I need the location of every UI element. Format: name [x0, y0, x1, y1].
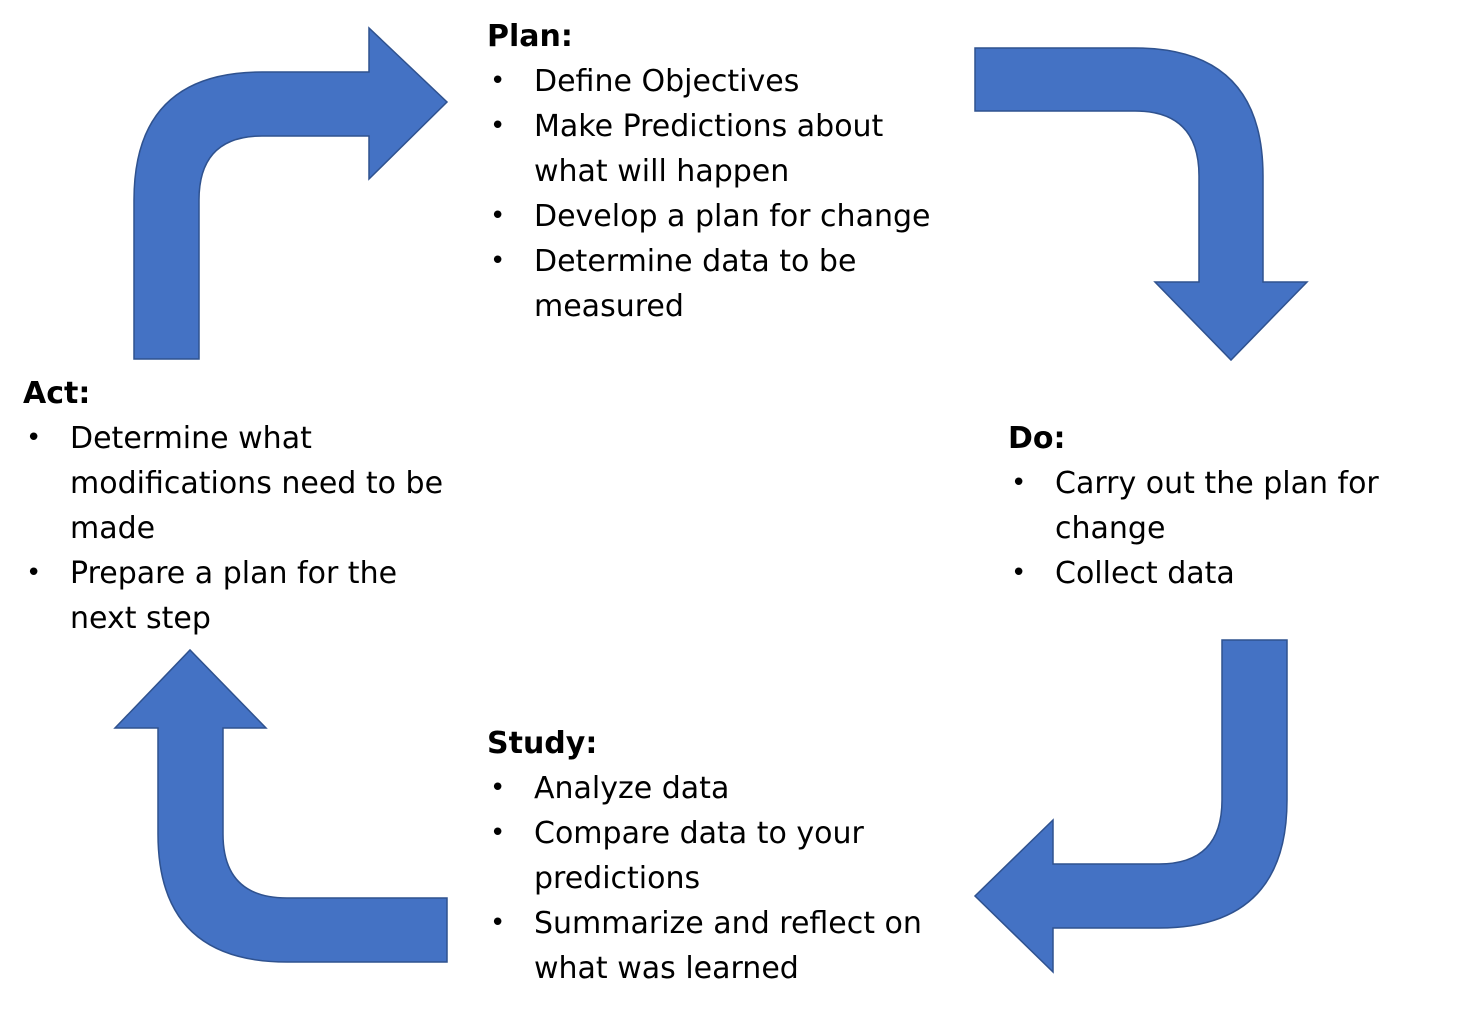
- study-item-text: Compare data to your predictions: [534, 816, 864, 896]
- do-item-text: Carry out the plan for change: [1055, 466, 1379, 546]
- study-item: • Analyze data: [487, 766, 947, 811]
- plan-item-text: Make Predictions about what will happen: [534, 109, 884, 189]
- plan-item-text: Develop a plan for change: [534, 199, 931, 234]
- study-heading: Study:: [487, 726, 598, 761]
- bullet-icon: •: [490, 201, 506, 231]
- act-list: • Determine what modifications need to be…: [23, 416, 473, 641]
- plan-to-do-arrow: [974, 47, 1309, 362]
- study-item: • Compare data to your predictions: [487, 811, 947, 901]
- plan-list: • Define Objectives • Make Predictions abo…: [487, 59, 947, 329]
- bullet-icon: •: [490, 246, 506, 276]
- do-item-text: Collect data: [1055, 556, 1235, 591]
- act-item: • Determine what modifications need to be…: [23, 416, 473, 551]
- act-heading: Act:: [23, 376, 91, 411]
- bullet-icon: •: [490, 773, 506, 803]
- plan-item-text: Define Objectives: [534, 64, 800, 99]
- plan-item-text: Determine data to be measured: [534, 244, 857, 324]
- bullet-icon: •: [490, 111, 506, 141]
- act-item: • Prepare a plan for the next step: [23, 551, 473, 641]
- do-heading: Do:: [1008, 421, 1066, 456]
- bullet-icon: •: [490, 908, 506, 938]
- do-list: • Carry out the plan for change • Collect …: [1008, 461, 1408, 596]
- plan-item: • Determine data to be measured: [487, 239, 947, 329]
- plan-item: • Develop a plan for change: [487, 194, 947, 239]
- bullet-icon: •: [490, 66, 506, 96]
- study-list: • Analyze data • Compare data to your pred…: [487, 766, 947, 991]
- act-section: Act: • Determine what modifications need …: [23, 371, 473, 641]
- act-to-plan-arrow: [133, 26, 449, 360]
- bullet-icon: •: [26, 558, 42, 588]
- bullet-icon: •: [1011, 468, 1027, 498]
- study-item: • Summarize and reflect on what was learn…: [487, 901, 947, 991]
- study-item-text: Analyze data: [534, 771, 730, 806]
- plan-heading: Plan:: [487, 19, 573, 54]
- act-item-text: Determine what modifications need to be …: [70, 421, 444, 546]
- bullet-icon: •: [26, 423, 42, 453]
- plan-section: Plan: • Define Objectives • Make Predictio…: [487, 14, 947, 329]
- plan-item: • Make Predictions about what will happen: [487, 104, 947, 194]
- study-item-text: Summarize and reflect on what was learne…: [534, 906, 922, 986]
- do-item: • Collect data: [1008, 551, 1408, 596]
- plan-item: • Define Objectives: [487, 59, 947, 104]
- do-section: Do: • Carry out the plan for change • Coll…: [1008, 416, 1408, 596]
- do-item: • Carry out the plan for change: [1008, 461, 1408, 551]
- act-item-text: Prepare a plan for the next step: [70, 556, 398, 636]
- bullet-icon: •: [1011, 558, 1027, 588]
- do-to-study-arrow: [973, 639, 1288, 974]
- study-section: Study: • Analyze data • Compare data to yo…: [487, 721, 947, 991]
- study-to-act-arrow: [113, 648, 448, 963]
- bullet-icon: •: [490, 818, 506, 848]
